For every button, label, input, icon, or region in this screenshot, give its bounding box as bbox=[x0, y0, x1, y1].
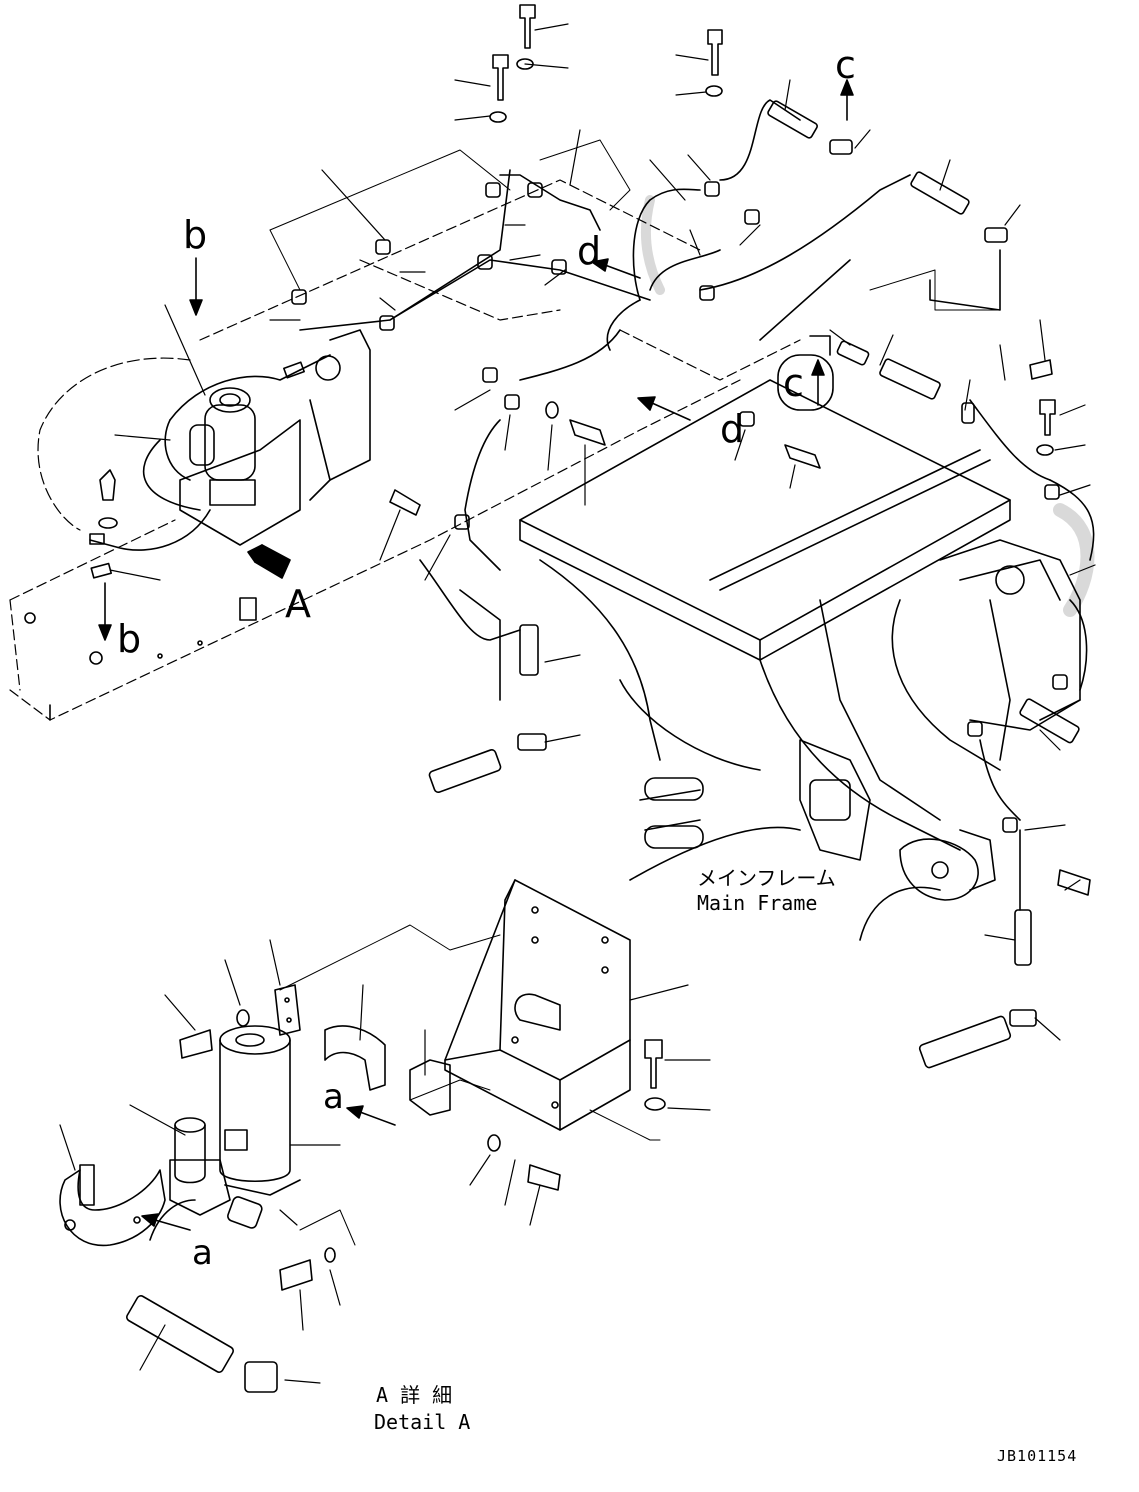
callout-a-bracket: a bbox=[323, 1077, 344, 1117]
callout-a-strap: a bbox=[192, 1233, 213, 1273]
callout-c-top: c bbox=[835, 43, 856, 87]
pump-assembly bbox=[142, 329, 371, 546]
detail-caption-en: Detail A bbox=[374, 1410, 471, 1434]
callout-a-view: A bbox=[285, 582, 311, 626]
detail-a-pump bbox=[149, 1025, 301, 1241]
main-frame-caption-en: Main Frame bbox=[697, 891, 818, 915]
main-frame-caption-jp: メインフレーム bbox=[697, 866, 836, 890]
tube-routing bbox=[299, 99, 1095, 911]
leader-lines bbox=[59, 23, 1096, 1384]
drawing-number: JB101154 bbox=[997, 1447, 1078, 1465]
main-frame bbox=[419, 379, 1081, 941]
cable-loop bbox=[37, 357, 191, 531]
callout-d-right: d bbox=[720, 407, 745, 451]
clamps bbox=[291, 181, 1068, 833]
washers bbox=[236, 58, 1054, 1263]
arrows bbox=[98, 79, 854, 1231]
detail-caption-jp: A 詳 細 bbox=[376, 1383, 453, 1407]
detail-a-brackets bbox=[274, 984, 451, 1116]
callout-b-bottom: b bbox=[117, 617, 142, 661]
detail-a-strap bbox=[59, 1164, 166, 1247]
hose-segments bbox=[126, 100, 1095, 1373]
detail-a-bracket bbox=[444, 879, 631, 1131]
callout-d-top: d bbox=[577, 229, 602, 273]
grouping-lines bbox=[269, 139, 1001, 1246]
bolts bbox=[179, 4, 1091, 1291]
callout-b-top: b bbox=[183, 213, 208, 257]
callout-c-mid: c bbox=[783, 361, 804, 405]
fittings bbox=[244, 139, 1037, 1393]
